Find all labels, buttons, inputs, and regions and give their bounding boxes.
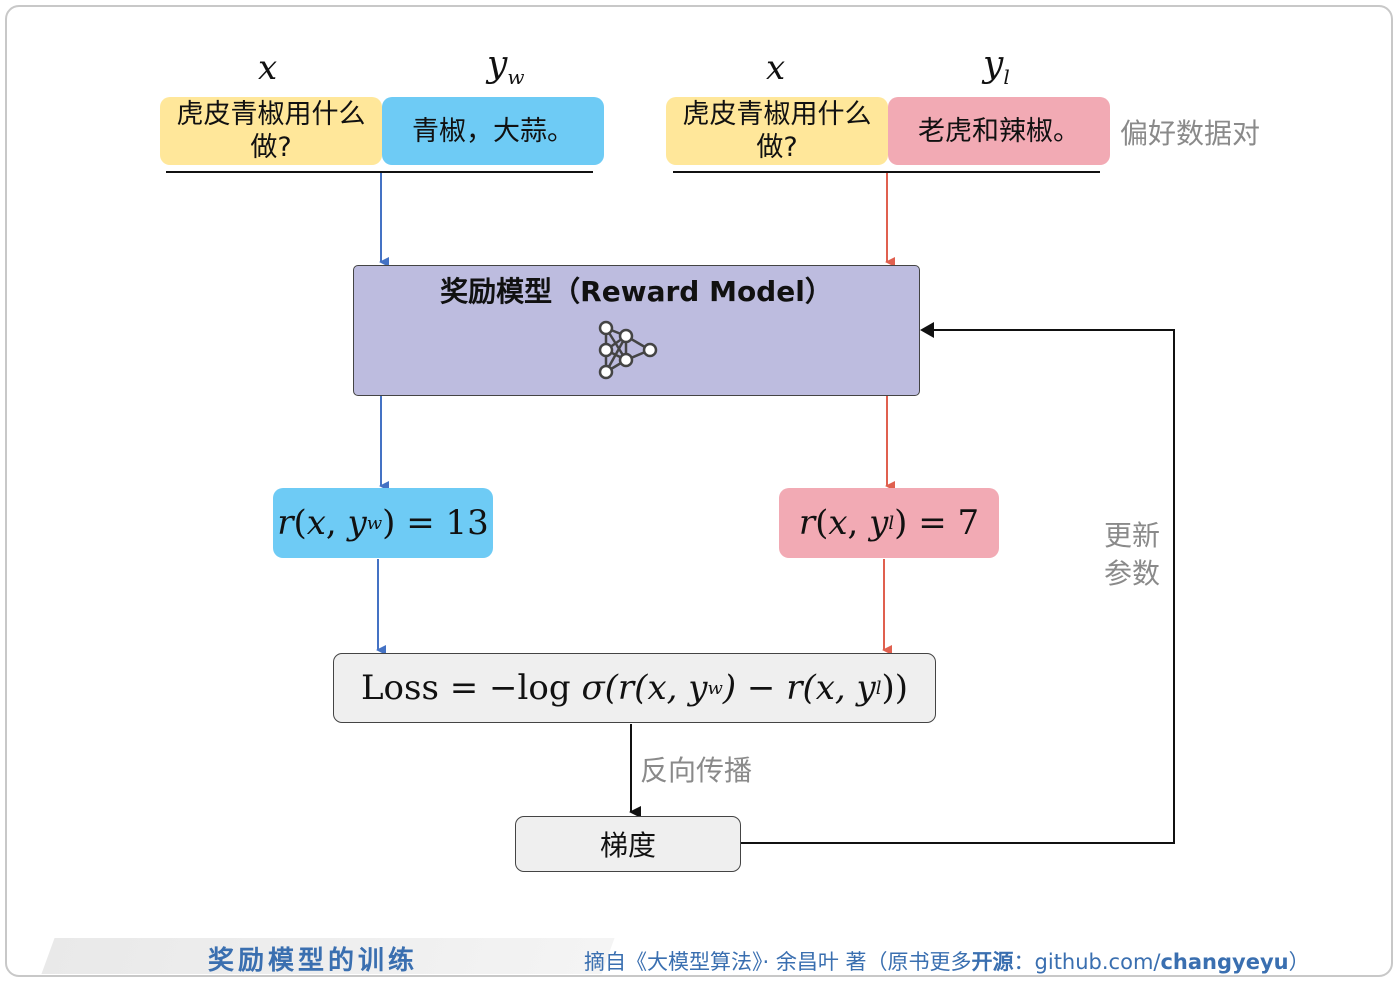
prompt-box-right: 虎皮青椒用什么做? [666,97,888,165]
update-params-line1: 更新 [1104,519,1161,552]
neural-network-icon [598,320,658,380]
gradient-box: 梯度 [515,816,741,872]
prompt-box-left: 虎皮青椒用什么做? [160,97,382,165]
x-label-right: x [766,48,786,88]
underline-left [166,171,593,173]
reward-model-box: 奖励模型（Reward Model） [353,265,920,396]
update-params-label: 更新 参数 [1104,517,1160,593]
yl-label: yl [983,44,1010,90]
yw-label: yw [487,44,525,90]
update-params-line2: 参数 [1104,557,1161,590]
x-label-left: x [258,48,278,88]
chosen-score-value: 13 [445,503,489,543]
diagram-frame [5,5,1393,977]
footer-title: 奖励模型的训练 [208,946,419,976]
footer-credit: 摘自《大模型算法》· 余昌叶 著（原书更多开源：github.com/chang… [584,950,1310,974]
rejected-response-box: 老虎和辣椒。 [888,97,1110,165]
arrow-gradient-to-model [741,329,1175,844]
underline-right [673,171,1100,173]
reward-model-title: 奖励模型（Reward Model） [440,275,833,308]
backprop-label: 反向传播 [640,754,753,787]
arrowhead-into-model [920,322,934,338]
chosen-response-box: 青椒，大蒜。 [382,97,604,165]
rejected-score-value: 7 [957,503,980,543]
preference-pair-label: 偏好数据对 [1120,117,1261,150]
